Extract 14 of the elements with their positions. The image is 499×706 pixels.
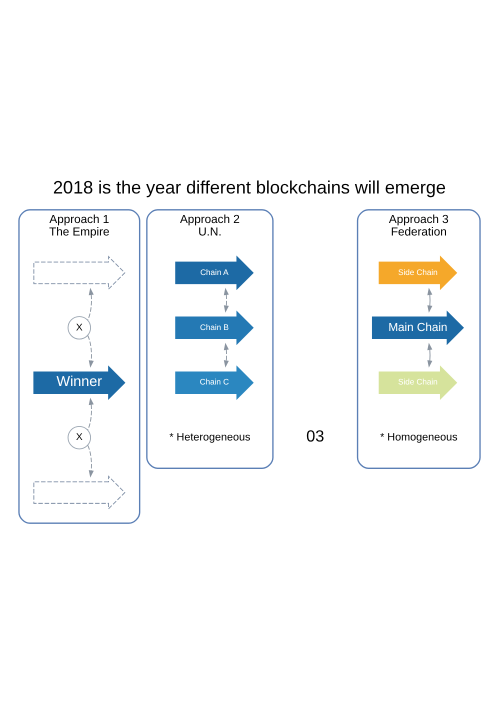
label: 03 <box>306 428 324 446</box>
node-arrow <box>33 475 126 510</box>
arrow <box>87 398 94 431</box>
node-circle: X <box>68 316 91 340</box>
arrow <box>87 445 94 478</box>
arrow <box>87 288 94 321</box>
node-circle: X <box>68 426 91 450</box>
arrow <box>224 288 229 313</box>
diagram-title: 2018 is the year different blockchains will emerge <box>53 178 446 198</box>
arrow <box>87 335 94 368</box>
node-arrow <box>33 256 126 290</box>
arrow <box>427 342 432 368</box>
arrow <box>427 288 432 313</box>
arrow <box>224 342 229 368</box>
